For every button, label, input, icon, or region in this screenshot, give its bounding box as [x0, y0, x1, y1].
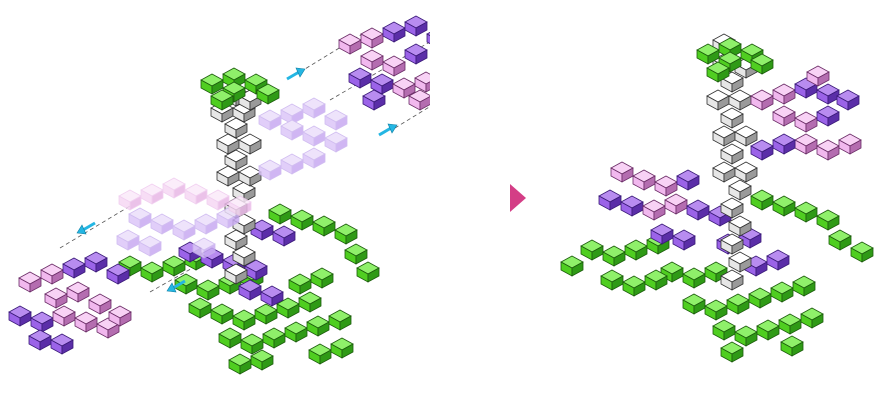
- assembled-illustration: [462, 0, 892, 393]
- motion-arrow-icon: [287, 68, 305, 79]
- exploded-assembly-panel: [0, 0, 430, 393]
- purple-pink-lower-piece: [599, 162, 789, 276]
- ghost-upper-piece: [259, 98, 347, 180]
- assembled-panel: [462, 0, 892, 393]
- floating-lower-pink-purple-piece: [9, 252, 131, 354]
- floating-upper-pink-purple-piece: [339, 16, 430, 110]
- exploded-assembly-illustration: [0, 0, 430, 393]
- purple-pink-upper-piece: [751, 66, 861, 160]
- motion-arrow-icon: [379, 124, 397, 135]
